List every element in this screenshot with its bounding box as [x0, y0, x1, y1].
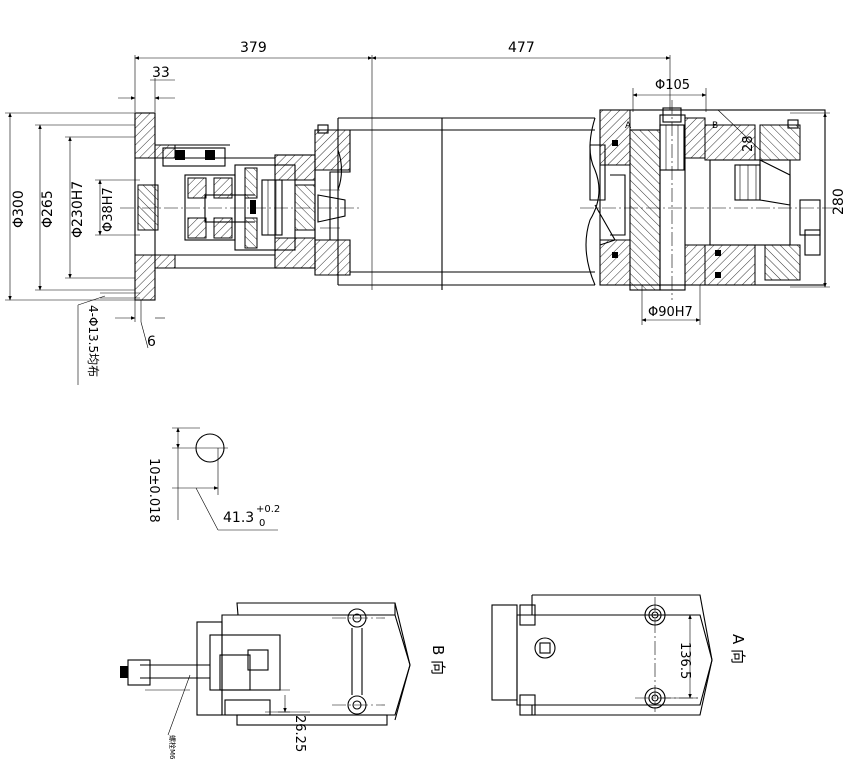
- dim-6-text: 6: [147, 334, 156, 350]
- dim-38-text: Φ38H7: [101, 187, 116, 232]
- view-b: 螺栓M6 26.25 B 向: [120, 602, 447, 760]
- flange-hole-callout: 4-Φ13.5均布 6: [77, 292, 165, 385]
- dim-28-text: 28: [741, 135, 756, 152]
- dim-379-text: 379: [240, 40, 267, 56]
- coupling-shaft: [120, 147, 360, 241]
- dim-1365-text: 136.5: [677, 642, 692, 679]
- top-dimension-chain: 379 477 33: [118, 40, 671, 290]
- dim-265-text: Φ265: [40, 190, 56, 228]
- head-dims: Φ105 28 280 Φ90H7: [632, 78, 847, 325]
- dim-230-text: Φ230H7: [70, 181, 86, 238]
- tol-upper-text: +0.2: [256, 504, 280, 515]
- dim-105-text: Φ105: [655, 78, 690, 93]
- tol-lower-text: 0: [259, 518, 265, 529]
- hole-position-detail: 10±0.018 41.3 +0.2 0: [146, 427, 280, 531]
- tol-10-text: 10±0.018: [146, 458, 161, 523]
- view-a: 136.5 A 向: [491, 594, 747, 716]
- bearing-housing: [234, 154, 346, 269]
- dim-477-text: 477: [508, 40, 535, 56]
- dim-300-text: Φ300: [11, 190, 27, 228]
- view-a-label: A 向: [729, 634, 747, 664]
- dim-413-text: 41.3: [223, 510, 254, 526]
- gear-head: A B: [580, 100, 840, 300]
- hole-spec-text: 4-Φ13.5均布: [86, 305, 100, 377]
- left-diameter-dims: Φ300 Φ265 Φ230H7 Φ38H7: [5, 112, 140, 301]
- dim-280-text: 280: [831, 188, 847, 215]
- section-marker-a: A: [625, 121, 632, 131]
- cylinder-body: [314, 117, 600, 290]
- dim-33-text: 33: [152, 65, 170, 81]
- section-marker-b: B: [712, 121, 718, 131]
- main-section-view: 379 477 33 Φ300 Φ265 Φ230H7: [5, 40, 847, 385]
- dim-90-text: Φ90H7: [648, 305, 693, 320]
- dim-2625-text: 26.25: [292, 715, 307, 752]
- view-b-label: B 向: [429, 645, 447, 675]
- bolt-note-text: 螺栓M6: [168, 735, 177, 760]
